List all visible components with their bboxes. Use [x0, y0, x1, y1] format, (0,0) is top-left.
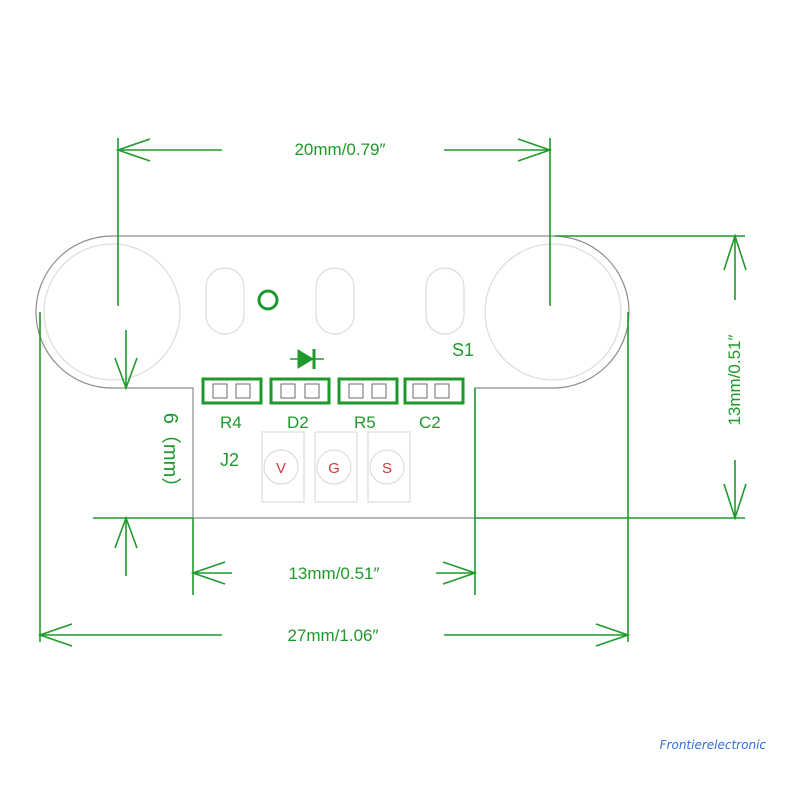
left-mounting-hole — [43, 243, 181, 381]
dimension-top-width: 20mm/0.79″ — [115, 138, 553, 306]
right-mounting-hole — [484, 243, 622, 381]
dimension-right-label: 13mm/0.51″ — [725, 334, 744, 425]
footprint-r5 — [337, 377, 399, 405]
dimension-total-label: 27mm/1.06″ — [287, 626, 378, 645]
watermark: Frontierelectronic — [660, 738, 767, 752]
label-c2: C2 — [419, 413, 441, 432]
footprint-c2 — [403, 377, 465, 405]
dimension-tab-label: 13mm/0.51″ — [288, 564, 379, 583]
pin-s-label: S — [382, 460, 392, 477]
diode-icon — [290, 349, 324, 369]
dimension-tab-width: 13mm/0.51″ — [190, 388, 478, 595]
dimension-right-height: 13mm/0.51″ — [475, 233, 747, 521]
dimension-top-label: 20mm/0.79″ — [294, 140, 385, 159]
label-r4: R4 — [220, 413, 242, 432]
pin-v-label: V — [276, 460, 286, 477]
label-j2: J2 — [220, 450, 239, 470]
slot-left — [205, 267, 245, 335]
dimension-total-width: 27mm/1.06″ — [37, 312, 631, 647]
slot-middle — [315, 267, 355, 335]
dimension-left-label: 6（mm） — [159, 413, 182, 497]
slot-right — [425, 267, 465, 335]
label-r5: R5 — [354, 413, 376, 432]
footprint-d2 — [269, 377, 331, 405]
label-d2: D2 — [287, 413, 309, 432]
pin-g-label: G — [328, 460, 340, 477]
footprint-r4 — [201, 377, 263, 405]
label-s1: S1 — [452, 340, 474, 360]
header-j2: V G S — [261, 431, 411, 503]
dimension-left-height: 6（mm） — [93, 330, 193, 576]
via-circle-icon — [257, 289, 279, 311]
